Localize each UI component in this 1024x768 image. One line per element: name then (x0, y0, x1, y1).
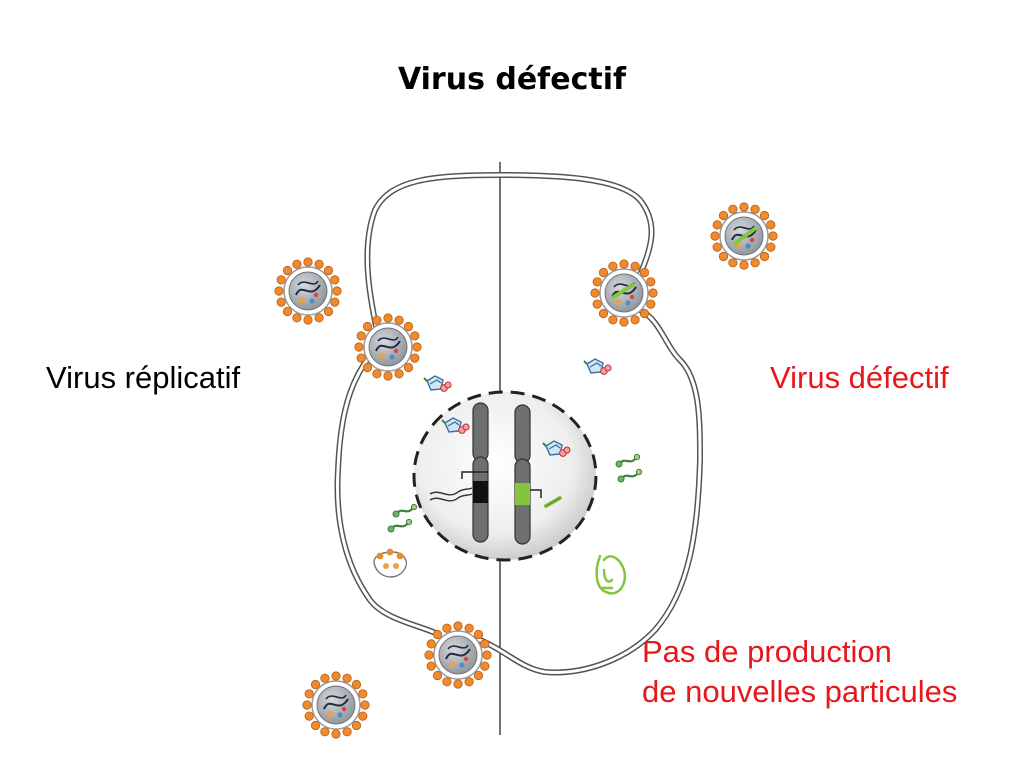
virion-icon (301, 670, 371, 740)
virion-icon (589, 258, 659, 328)
virion-icon (353, 312, 423, 382)
page-title: Virus défectif (397, 62, 627, 97)
viral-mrna-icon (386, 518, 413, 534)
viral-mrna-icon (616, 468, 643, 484)
viral-mrna-icon (614, 453, 641, 469)
viral-capsid-icon (583, 358, 612, 376)
label-no-production-line2: de nouvelles particules (642, 674, 958, 709)
provirus-band (473, 481, 488, 503)
label-no-production-line1: Pas de production (642, 634, 892, 669)
virion-icon (273, 256, 343, 326)
defective-rna-icon (595, 554, 627, 595)
defective-provirus-band (515, 483, 530, 505)
defective-rna-icon (610, 282, 636, 300)
chromosome-icon (514, 404, 562, 545)
budding-virion-icon (373, 548, 408, 578)
label-replicative-virus: Virus réplicatif (46, 360, 241, 395)
virion-icon (423, 620, 493, 690)
viral-mrna-icon (391, 503, 418, 519)
nucleus (412, 390, 598, 562)
label-defective-virus: Virus défectif (770, 360, 949, 395)
viral-capsid-icon (423, 375, 452, 393)
chromosome-icon (429, 402, 489, 543)
defective-rna-icon (732, 226, 758, 246)
cell-membrane (334, 171, 704, 676)
